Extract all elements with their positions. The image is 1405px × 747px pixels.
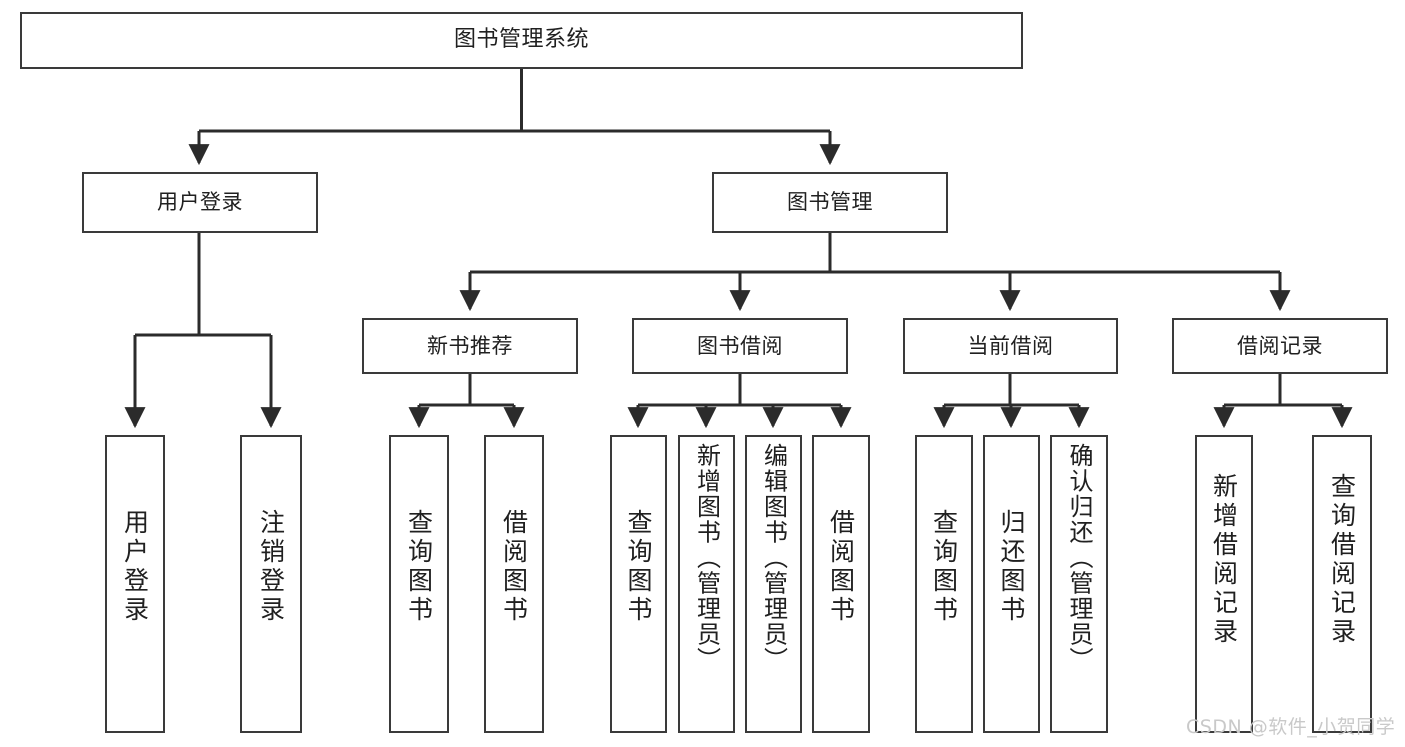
node-label: 用户登录 bbox=[120, 509, 150, 625]
leaf-return-book[interactable]: 归还图书 bbox=[983, 435, 1040, 733]
node-label: 查询图书 bbox=[929, 509, 959, 625]
node-label: 确认归还（管理员） bbox=[1065, 443, 1093, 673]
leaf-user-login[interactable]: 用户登录 bbox=[105, 435, 165, 733]
node-label: 图书借阅 bbox=[697, 333, 783, 358]
node-label: 当前借阅 bbox=[967, 333, 1054, 358]
node-label: 查询图书 bbox=[624, 509, 653, 625]
node-label: 归还图书 bbox=[997, 509, 1026, 625]
leaf-confirm-return-admin[interactable]: 确认归还（管理员） bbox=[1050, 435, 1108, 733]
node-root-system[interactable]: 图书管理系统 bbox=[20, 12, 1023, 69]
node-book-manage[interactable]: 图书管理 bbox=[712, 172, 948, 233]
node-label: 图书管理 bbox=[787, 190, 873, 215]
node-borrowing-record[interactable]: 借阅记录 bbox=[1172, 318, 1388, 374]
node-label: 新书推荐 bbox=[427, 333, 513, 358]
node-new-book-recommendation[interactable]: 新书推荐 bbox=[362, 318, 578, 374]
node-label: 借阅记录 bbox=[1237, 333, 1323, 358]
leaf-borrow-book-new-rec[interactable]: 借阅图书 bbox=[484, 435, 544, 733]
node-label: 编辑图书（管理员） bbox=[759, 443, 788, 673]
node-label: 借阅图书 bbox=[499, 509, 529, 625]
node-current-borrowing[interactable]: 当前借阅 bbox=[903, 318, 1118, 374]
leaf-query-book-borrowing[interactable]: 查询图书 bbox=[610, 435, 667, 733]
node-label: 图书管理系统 bbox=[453, 27, 589, 53]
leaf-borrow-book-borrowing[interactable]: 借阅图书 bbox=[812, 435, 870, 733]
leaf-add-borrow-record[interactable]: 新增借阅记录 bbox=[1195, 435, 1253, 733]
node-label: 新增借阅记录 bbox=[1209, 473, 1239, 647]
leaf-edit-book-admin[interactable]: 编辑图书（管理员） bbox=[745, 435, 802, 733]
leaf-user-logout[interactable]: 注销登录 bbox=[240, 435, 302, 733]
node-user-login[interactable]: 用户登录 bbox=[82, 172, 318, 233]
leaf-query-book-new-rec[interactable]: 查询图书 bbox=[389, 435, 449, 733]
csdn-watermark: CSDN @软件_小贺同学 bbox=[1186, 716, 1396, 738]
leaf-query-book-current[interactable]: 查询图书 bbox=[915, 435, 973, 733]
leaf-add-book-admin[interactable]: 新增图书（管理员） bbox=[678, 435, 735, 733]
node-label: 查询借阅记录 bbox=[1327, 473, 1357, 647]
node-label: 用户登录 bbox=[157, 190, 243, 215]
node-label: 注销登录 bbox=[256, 509, 286, 625]
node-label: 借阅图书 bbox=[826, 509, 856, 625]
node-label: 查询图书 bbox=[404, 509, 434, 625]
leaf-query-borrow-record[interactable]: 查询借阅记录 bbox=[1312, 435, 1372, 733]
node-label: 新增图书（管理员） bbox=[692, 443, 721, 673]
node-book-borrowing[interactable]: 图书借阅 bbox=[632, 318, 848, 374]
